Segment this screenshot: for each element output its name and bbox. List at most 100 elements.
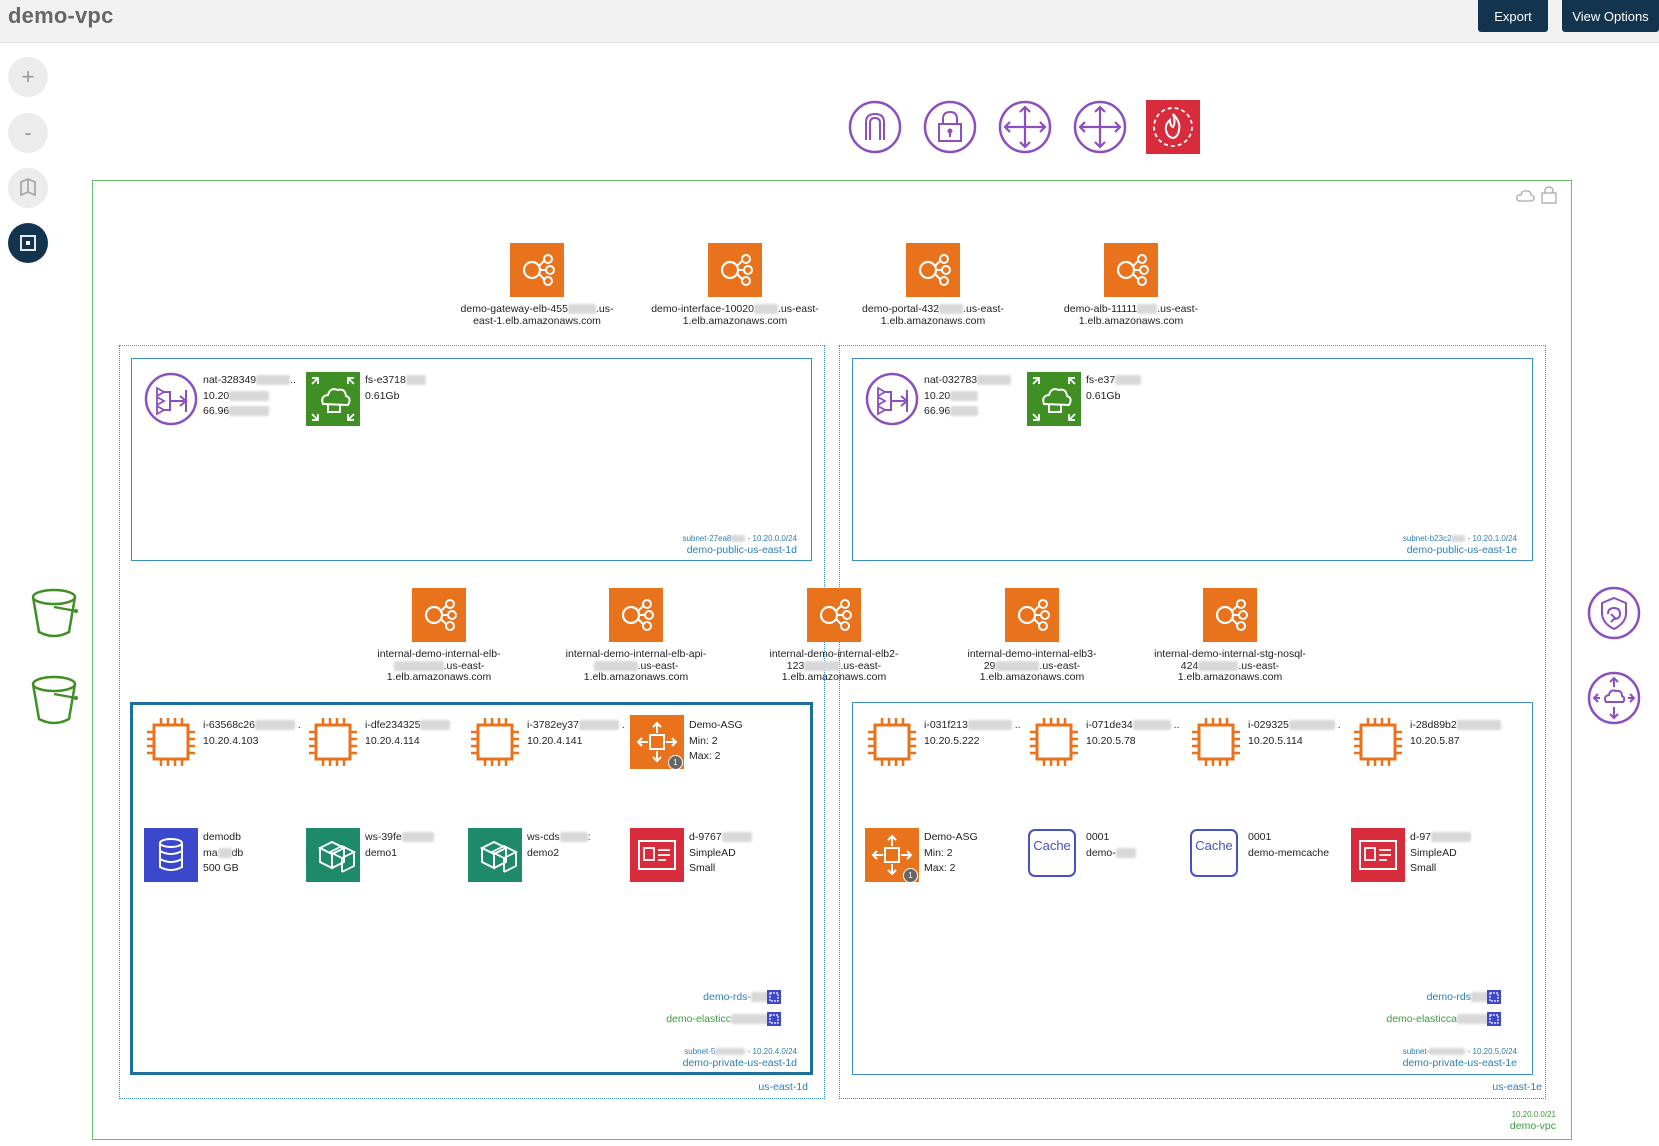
elb-label: demo-interface-10020.us-east-1.elb.amazo… — [651, 303, 819, 327]
elb-label: demo-alb-11111.us-east-1.elb.amazonaws.c… — [1063, 303, 1199, 327]
elasticache-node-icon[interactable]: Cache — [1028, 829, 1076, 877]
ec2-instance-icon[interactable] — [1189, 715, 1243, 769]
subnet-name: demo-private-us-east-1d — [682, 1057, 797, 1069]
s3-bucket-icon[interactable] — [28, 585, 82, 639]
asg-count-badge: 1 — [668, 755, 683, 770]
load-balancer-icon[interactable] — [510, 243, 564, 297]
ec2-instance-icon[interactable] — [468, 715, 522, 769]
internet-gateway-icon[interactable] — [848, 100, 902, 154]
public-subnet-us-east-1e[interactable] — [852, 358, 1533, 561]
lock-icon — [1541, 186, 1557, 204]
rds-subnet-group-label: demo-rds — [1427, 991, 1489, 1003]
s3-bucket-icon[interactable] — [28, 672, 82, 726]
az-name: us-east-1e — [1492, 1081, 1542, 1093]
availability-zone-us-east-1e[interactable] — [839, 345, 1546, 1099]
rds-subnet-group-label: demo-rds- — [703, 991, 769, 1003]
ec2-instance-icon[interactable] — [865, 715, 919, 769]
instance-details: i-071de34 ..10.20.5.78 — [1086, 719, 1180, 747]
elb-label: internal-demo-internal-elb-api-.us-east-… — [565, 648, 707, 683]
app-title: demo-vpc — [8, 3, 114, 28]
elb-label: internal-demo-internal-stg-nosql-424.us-… — [1154, 648, 1306, 683]
elb-label: demo-portal-432.us-east-1.elb.amazonaws.… — [862, 303, 1004, 327]
rds-database-icon[interactable] — [144, 828, 198, 882]
public-subnet-us-east-1d[interactable] — [131, 358, 812, 561]
efs-filesystem-icon[interactable] — [306, 372, 360, 426]
subnet-id: subnet- - 10.20.5.0/24 — [1402, 1047, 1517, 1056]
elasticache-node-icon[interactable]: Cache — [1190, 829, 1238, 877]
workspaces-icon[interactable] — [468, 828, 522, 882]
elasticache-subnet-group-label: demo-elasticc — [666, 1013, 769, 1025]
instance-details: i-029325 .10.20.5.114 — [1248, 719, 1341, 747]
subnet-group-icon[interactable] — [1486, 1011, 1502, 1027]
load-balancer-icon[interactable] — [412, 588, 466, 642]
subnet-group-icon[interactable] — [766, 989, 782, 1005]
zoom-in-button[interactable]: + — [8, 57, 48, 97]
subnet-name: demo-public-us-east-1d — [686, 544, 797, 556]
peering-connection-icon[interactable] — [1073, 100, 1127, 154]
zoom-out-label: - — [24, 120, 32, 145]
network-firewall-icon[interactable] — [1146, 100, 1200, 154]
load-balancer-icon[interactable] — [1203, 588, 1257, 642]
load-balancer-icon[interactable] — [1005, 588, 1059, 642]
transit-gateway-icon[interactable] — [998, 100, 1052, 154]
fit-view-button[interactable] — [8, 168, 48, 208]
directory-service-icon[interactable] — [1351, 828, 1405, 882]
instance-details: i-031f213 ..10.20.5.222 — [924, 719, 1021, 747]
focus-view-button[interactable] — [8, 223, 48, 263]
load-balancer-icon[interactable] — [807, 588, 861, 642]
asg-count-badge: 1 — [903, 868, 918, 883]
vpc-endpoint-icon[interactable] — [1587, 671, 1641, 725]
view-options-button[interactable]: View Options — [1562, 0, 1659, 32]
directory-service-icon[interactable] — [630, 828, 684, 882]
instance-details: i-3782ey37 .10.20.4.141 — [527, 719, 625, 747]
efs-filesystem-icon[interactable] — [1027, 372, 1081, 426]
instance-details: i-63568c26 .10.20.4.103 — [203, 719, 301, 747]
ec2-instance-icon[interactable] — [1351, 715, 1405, 769]
shield-endpoint-icon[interactable] — [1587, 586, 1641, 640]
zoom-in-label: + — [21, 64, 35, 89]
private-subnet-us-east-1d[interactable] — [130, 702, 813, 1075]
top-toolbar: demo-vpc Export View Options — [0, 0, 1659, 43]
subnet-group-icon[interactable] — [766, 1011, 782, 1027]
ec2-instance-icon[interactable] — [1027, 715, 1081, 769]
private-subnet-us-east-1e[interactable] — [852, 702, 1533, 1075]
ec2-instance-icon[interactable] — [306, 715, 360, 769]
map-icon — [20, 178, 36, 197]
nat-gateway-icon[interactable] — [144, 372, 198, 426]
availability-zone-us-east-1d[interactable] — [119, 345, 825, 1099]
export-button[interactable]: Export — [1478, 0, 1548, 32]
elb-label: internal-demo-internal-elb3-29.us-east-1… — [967, 648, 1097, 683]
load-balancer-icon[interactable] — [708, 243, 762, 297]
ec2-instance-icon[interactable] — [144, 715, 198, 769]
elb-label: internal-demo-internal-elb-.us-east-1.el… — [377, 648, 501, 683]
subnet-name: demo-public-us-east-1e — [1406, 544, 1517, 556]
subnet-id: subnet-5 - 10.20.4.0/24 — [684, 1047, 797, 1056]
elb-label: demo-gateway-elb-455.us-east-1.elb.amazo… — [460, 303, 614, 327]
az-name: us-east-1d — [758, 1081, 808, 1093]
load-balancer-icon[interactable] — [609, 588, 663, 642]
load-balancer-icon[interactable] — [906, 243, 960, 297]
zoom-out-button[interactable]: - — [8, 113, 48, 153]
load-balancer-icon[interactable] — [1104, 243, 1158, 297]
focus-icon — [20, 235, 36, 251]
elb-label: internal-demo-internal-elb2-123.us-east-… — [769, 648, 899, 683]
workspaces-icon[interactable] — [306, 828, 360, 882]
vpc-container[interactable] — [92, 180, 1572, 1140]
vpn-gateway-icon[interactable] — [923, 100, 977, 154]
subnet-id: subnet-b23c2 - 10.20.1.0/24 — [1402, 534, 1517, 543]
subnet-group-icon[interactable] — [1486, 989, 1502, 1005]
nat-gateway-icon[interactable] — [865, 372, 919, 426]
